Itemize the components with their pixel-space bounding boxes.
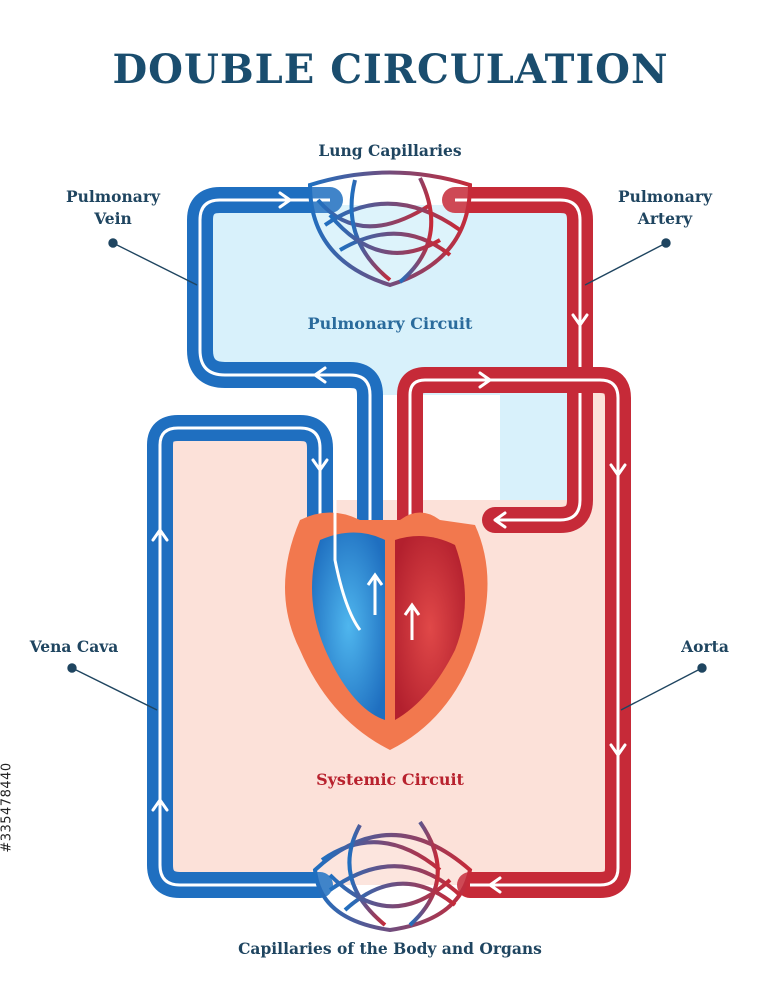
arrow-icon: [311, 458, 329, 472]
pulmonary-circuit-region: [200, 205, 570, 520]
arrow-icon: [571, 313, 589, 327]
arrow-icon: [313, 366, 327, 384]
lung-capillaries-label: Lung Capillaries: [318, 141, 462, 160]
pulmonary-vein-label-line1: Pulmonary: [65, 187, 161, 206]
systemic-circuit-label: Systemic Circuit: [316, 770, 464, 789]
label-pointers: [67, 238, 707, 711]
pulmonary-artery-label: Pulmonary Artery: [590, 186, 740, 230]
pulmonary-artery-label-line2: Artery: [637, 209, 693, 228]
lung-capillaries: [307, 170, 473, 288]
body-capillaries: [312, 820, 473, 933]
pulmonary-vein-label: Pulmonary Vein: [38, 186, 188, 230]
aorta-label: Aorta: [681, 637, 729, 656]
arrow-icon: [488, 876, 502, 894]
stock-id-watermark: #335478440: [0, 762, 15, 853]
arrow-icon: [278, 191, 292, 209]
flow-arrows: [151, 191, 627, 894]
arrow-icon: [478, 371, 492, 389]
arrow-icon: [151, 528, 169, 542]
pulmonary-vein-label-line2: Vein: [94, 209, 132, 228]
arrow-icon: [151, 798, 169, 812]
arrow-icon: [609, 743, 627, 757]
left-heart-chamber: [395, 536, 465, 720]
arrow-icon: [609, 463, 627, 477]
heart: [285, 500, 488, 750]
pulmonary-circuit-label: Pulmonary Circuit: [307, 314, 473, 333]
pulmonary-artery-label-line1: Pulmonary: [617, 187, 713, 206]
body-capillaries-label: Capillaries of the Body and Organs: [238, 939, 542, 958]
page-title: DOUBLE CIRCULATION: [112, 46, 669, 93]
arrow-icon: [493, 511, 507, 529]
right-heart-chamber: [312, 532, 385, 720]
vena-cava-label: Vena Cava: [29, 637, 119, 656]
